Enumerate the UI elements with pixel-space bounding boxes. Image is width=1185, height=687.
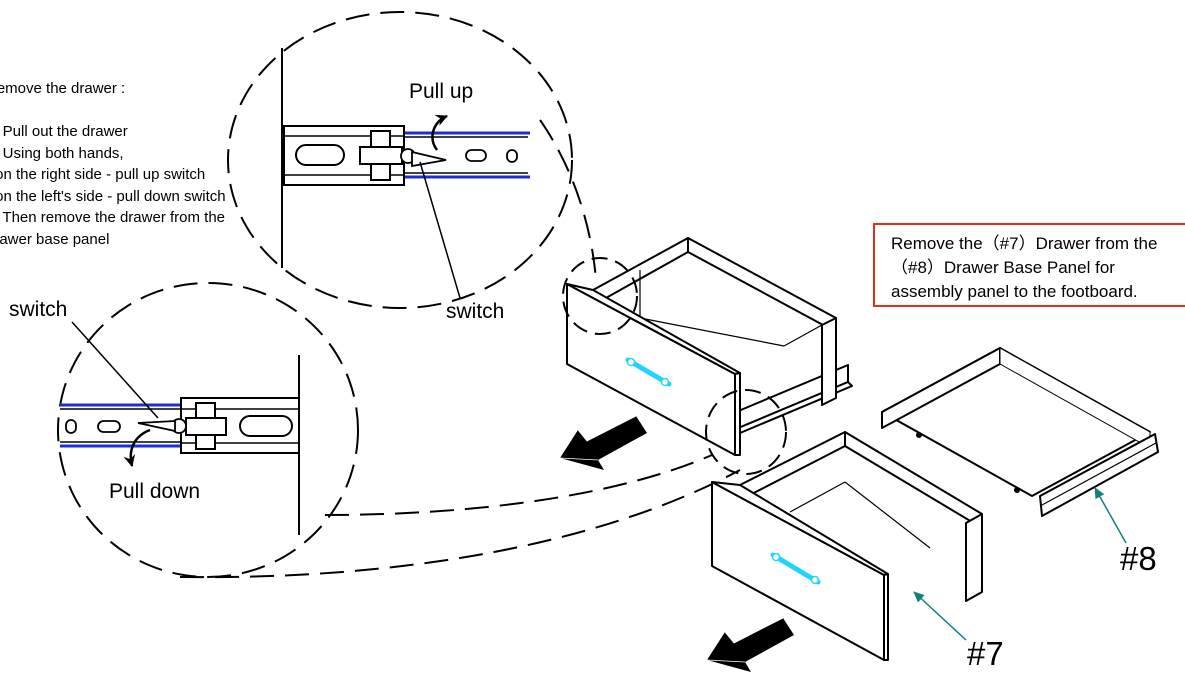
leader-7 [913,591,967,641]
switch-leader-top [419,161,461,299]
callout-line: assembly panel to the footboard. [891,282,1138,301]
instruction-line: 2. Using both hands, [0,144,124,162]
leader-8 [1094,487,1127,544]
instruction-line: - on the left's side - pull down switch [0,187,226,205]
callout-line: Remove the（#7）Drawer from the [891,234,1158,253]
drawer-7 [711,431,983,661]
part-number-7: #7 [967,635,1004,672]
pull-out-arrow-icon [559,415,647,470]
instruction-line: 1. Pull out the drawer [0,123,128,140]
drawer-handle-top [625,357,672,387]
detail-circle-left [57,282,741,579]
switch-leader-left [71,321,159,419]
rail-detail-top [281,48,530,268]
switch-label-right: switch [446,300,505,323]
detail-circle-top [227,11,597,309]
removal-instructions: Remove the drawer : 1. Pull out the draw… [0,78,226,250]
zoom-marker-top [562,257,638,335]
instruction-line: 3. Then remove the drawer from the [0,209,226,226]
drawer-handle-7 [770,552,821,585]
instruction-line [0,100,226,122]
pull-up-label: Pull up [409,80,474,103]
callout-note: Remove the（#7）Drawer from the （#8）Drawer… [873,223,1185,307]
switch-label-left: switch [9,298,68,321]
instruction-line: Remove the drawer : [0,80,126,97]
drawer-assembly-top [566,237,853,456]
callout-line: （#8）Drawer Base Panel for [891,258,1115,277]
rail-detail-left [60,355,300,535]
base-panel-8 [881,347,1159,517]
zoom-marker-left [705,389,787,475]
pull-out-arrow-icon [706,617,794,672]
curved-arrow-icon [123,428,151,467]
instruction-line: - on the right side - pull up switch [0,166,206,183]
part-number-8: #8 [1120,540,1157,577]
curved-arrow-icon [431,114,448,151]
instruction-line: drawer base panel [0,230,110,248]
pull-down-label: Pull down [109,480,201,503]
